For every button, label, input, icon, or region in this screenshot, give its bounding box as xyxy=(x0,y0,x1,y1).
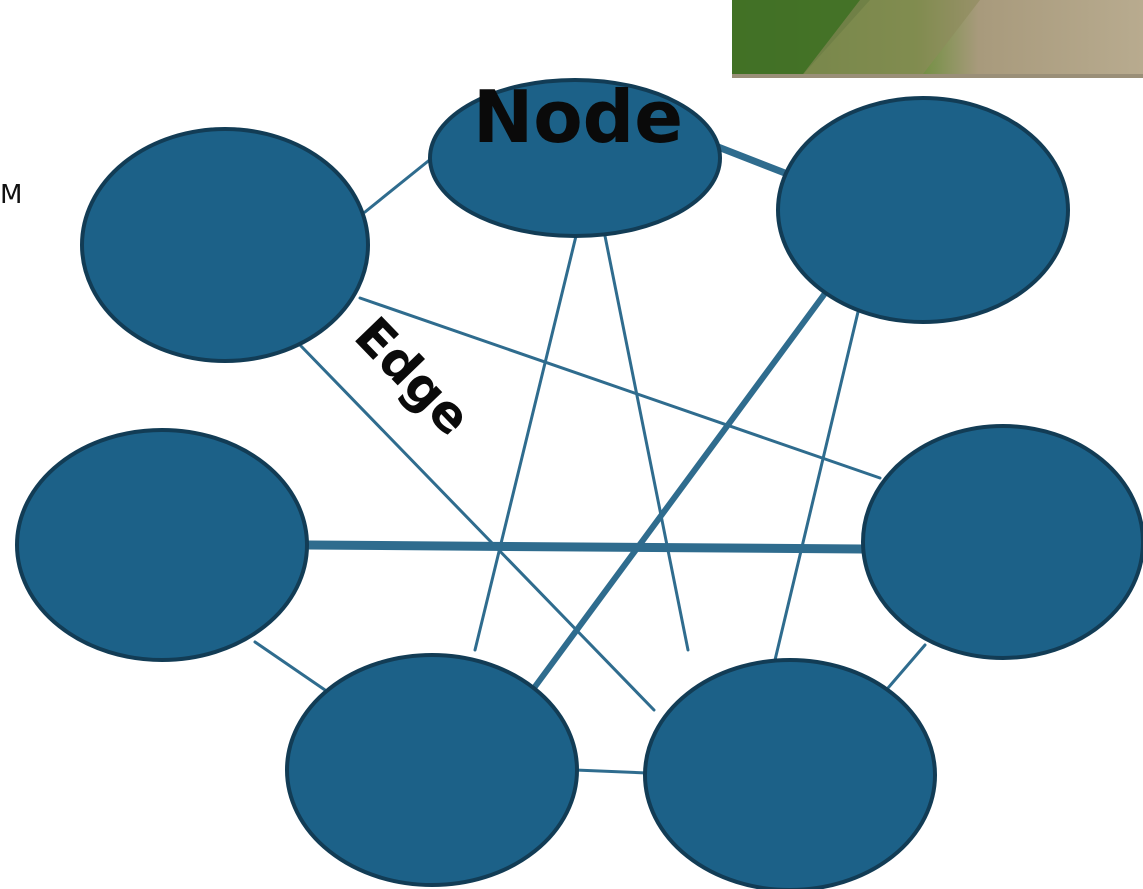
edge-n2-n5 xyxy=(773,310,860,662)
node-middle-left xyxy=(15,428,309,662)
node-upper-right xyxy=(776,96,1070,324)
edge-n1-n6 xyxy=(358,296,882,480)
edge-label: Edge xyxy=(343,306,482,447)
edge-n4-n5 xyxy=(573,768,649,775)
edge-n0-n2 xyxy=(709,141,794,179)
edge-n3-n6 xyxy=(303,540,867,554)
edge-n1-n5 xyxy=(298,343,656,712)
node-middle-right xyxy=(861,424,1143,660)
node-upper-left xyxy=(80,127,370,363)
node-bottom-left xyxy=(285,653,579,887)
photo-thumbnail xyxy=(732,0,1143,78)
node-label: Node xyxy=(473,75,683,159)
nodes xyxy=(15,78,1143,889)
edge-n5-n6 xyxy=(886,643,927,690)
node-bottom-right xyxy=(643,658,937,889)
edge-n0-n4 xyxy=(473,234,578,652)
edge-n3-n4 xyxy=(253,640,327,692)
edge-n1-n0 xyxy=(363,156,434,214)
edges xyxy=(253,141,927,775)
side-letter: M xyxy=(0,180,23,210)
edge-n0-n5 xyxy=(603,234,690,652)
node-top xyxy=(428,78,722,238)
edge-n2-n4 xyxy=(531,289,829,691)
